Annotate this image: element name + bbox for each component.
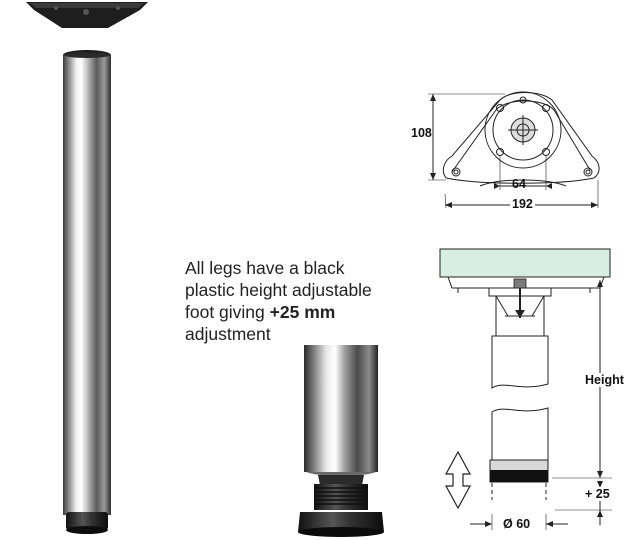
leg-tube (63, 50, 111, 534)
width-dimension-label: 192 (510, 197, 535, 211)
adjustment-caption: All legs have a black plastic height adj… (185, 257, 435, 345)
caption-line-1: All legs have a black (185, 258, 345, 278)
height-dimension-label: 108 (411, 126, 432, 140)
side-view-drawing (439, 248, 612, 530)
hole-spacing-dimension-label: 64 (512, 177, 526, 191)
caption-line-3-prefix: foot giving (185, 302, 270, 322)
mounting-plate (26, 2, 148, 28)
caption-line-2: plastic height adjustable (185, 280, 372, 300)
caption-line-3: foot giving +25 mm (185, 301, 435, 323)
top-view-drawing (428, 91, 600, 209)
adjuster-foot-detail (298, 345, 384, 537)
foot-diameter-label: Ø 60 (503, 517, 531, 531)
double-arrow-icon (444, 450, 472, 510)
adjustment-range-label: + 25 (585, 487, 610, 501)
adjustment-amount: +25 mm (269, 302, 336, 322)
caption-line-4: adjustment (185, 324, 271, 344)
leg-height-label: Height (585, 373, 624, 387)
